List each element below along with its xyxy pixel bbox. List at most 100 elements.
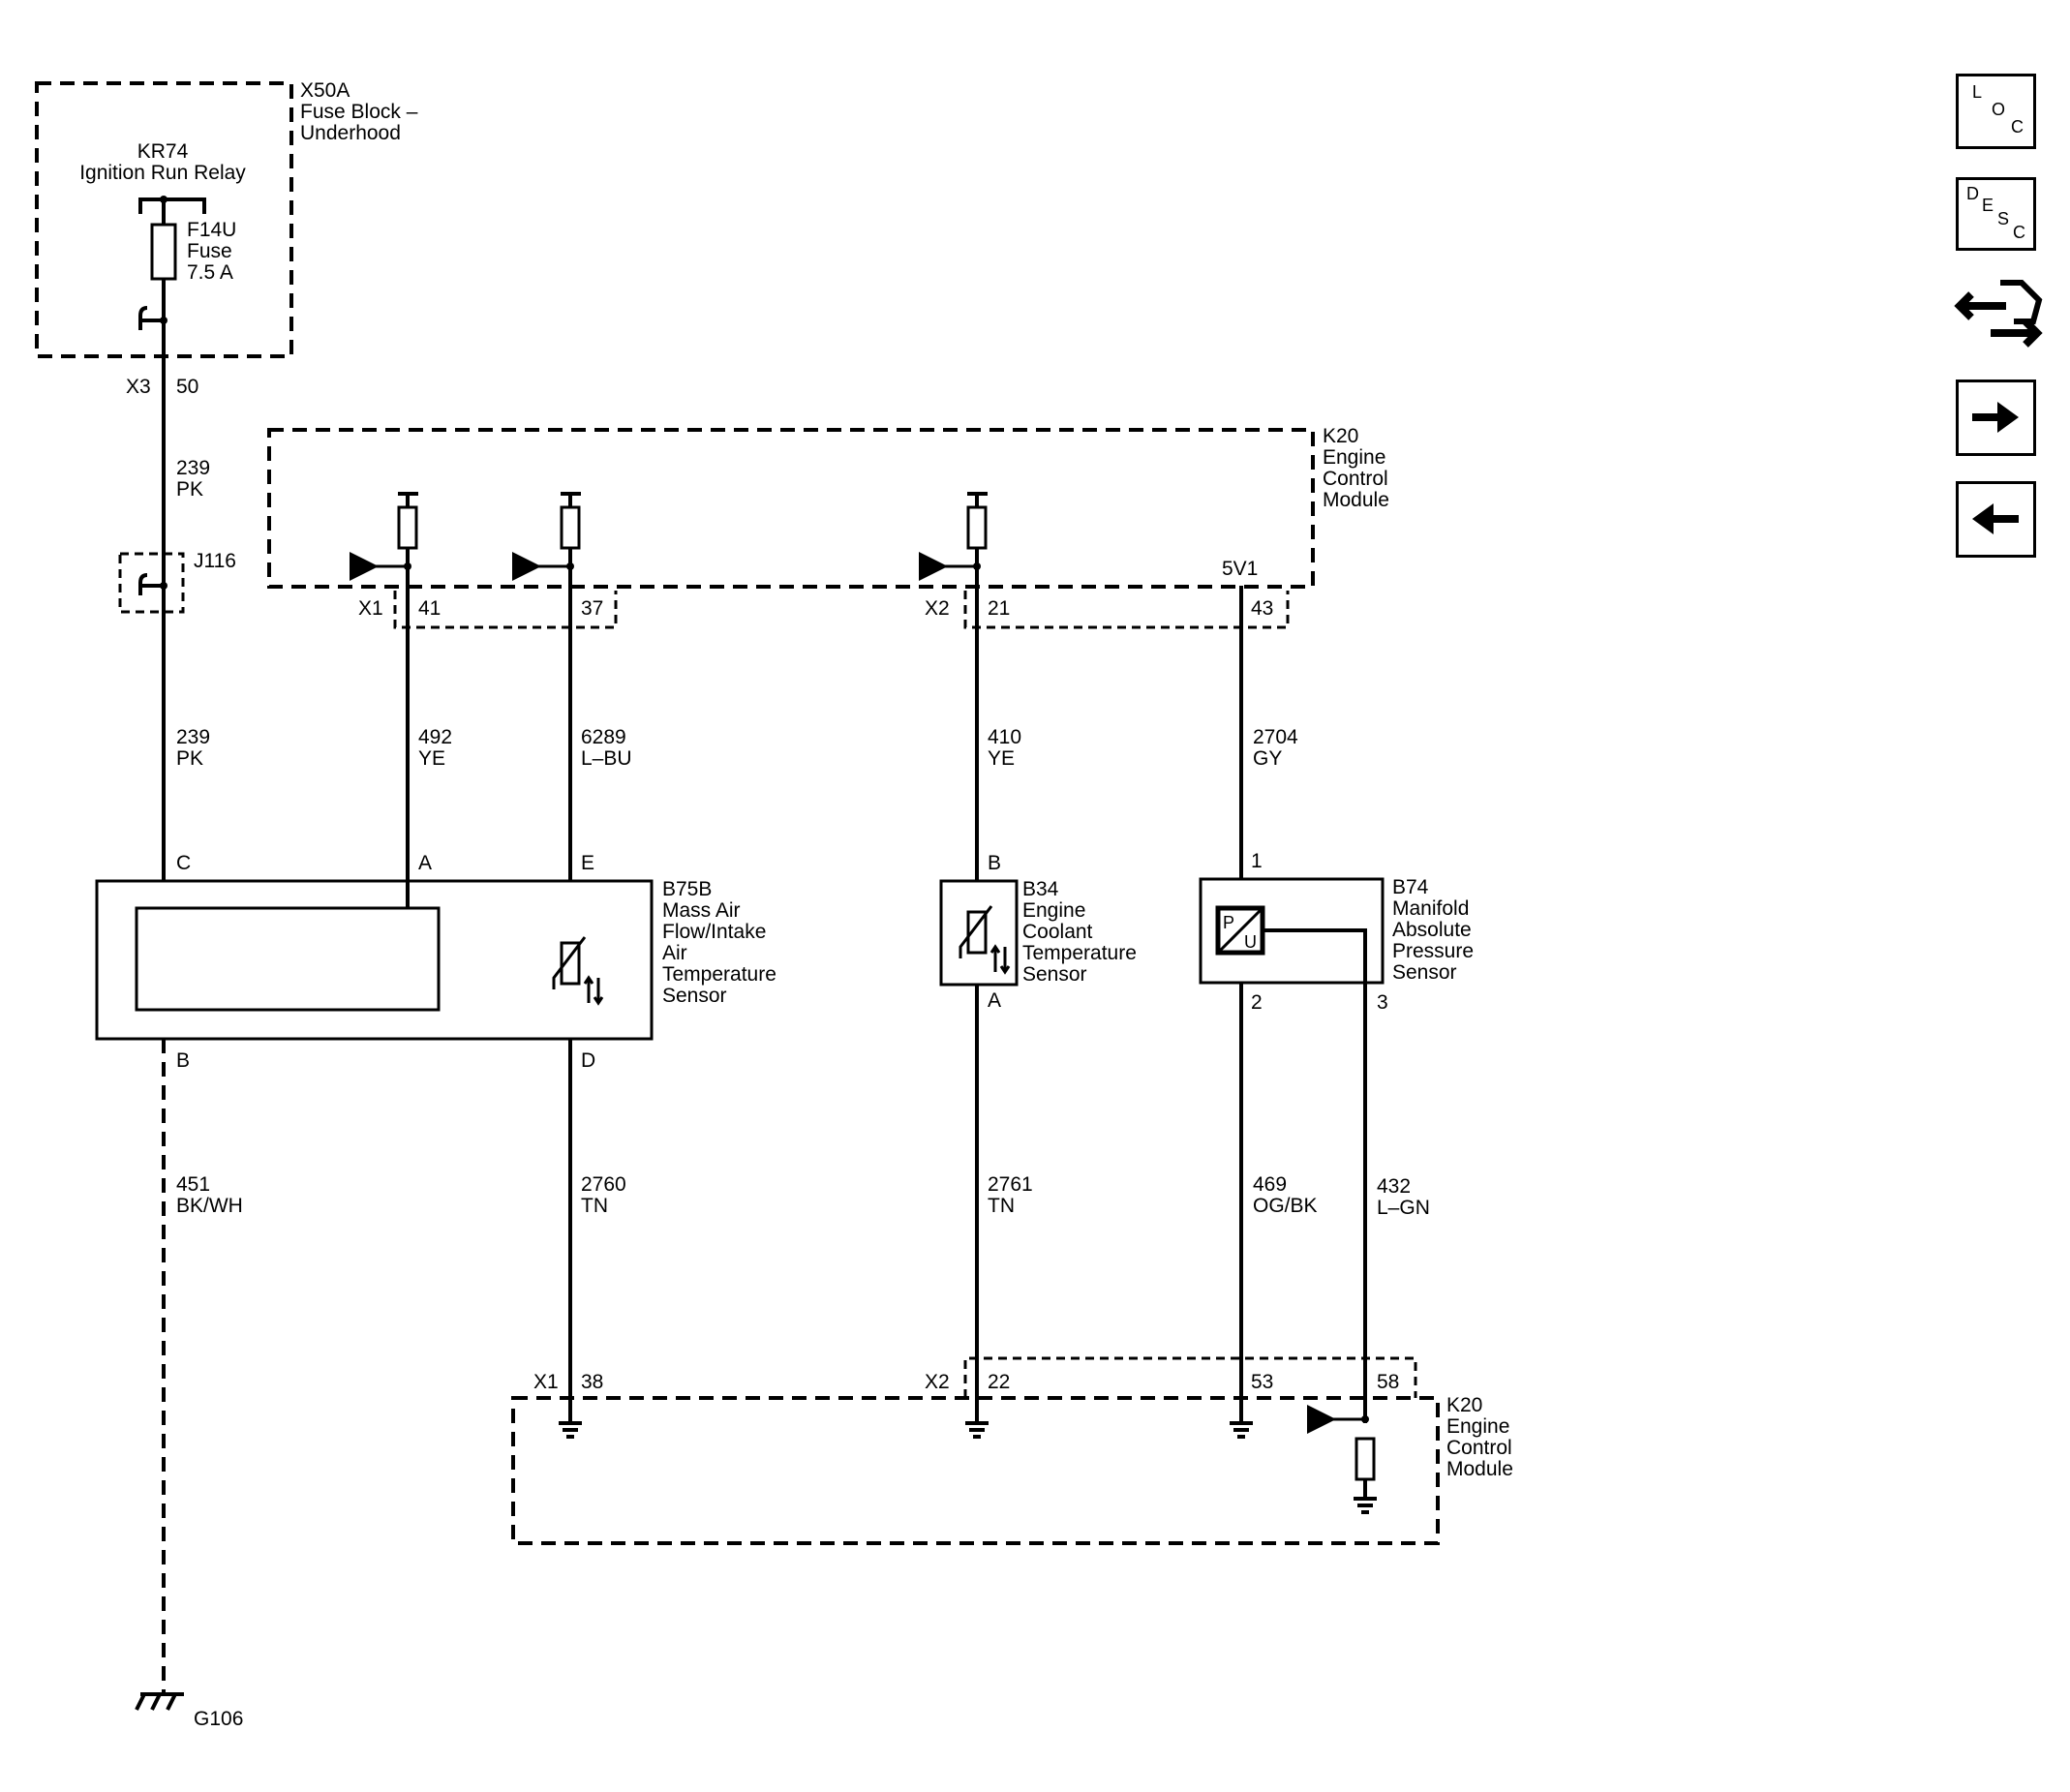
k20-pin22-ground-icon (965, 1421, 989, 1439)
b75b-label-2: Flow/Intake (662, 921, 766, 943)
b34-label-2: Coolant (1022, 921, 1093, 943)
kr74-name: Ignition Run Relay (79, 162, 246, 184)
wire-239-circuit-top: 239 (176, 457, 210, 479)
wire-432-circuit: 432 (1377, 1175, 1411, 1198)
b75b-pin-a: A (418, 852, 432, 874)
wire-2761-circuit: 2761 (988, 1173, 1033, 1196)
pin-21: 21 (988, 597, 1010, 620)
x1-bottom-connector: X1 (533, 1371, 559, 1393)
previous-page-button[interactable] (1956, 481, 2036, 558)
wire-2761-color: TN (988, 1195, 1015, 1217)
b75b-label-1: Mass Air (662, 899, 741, 922)
wire-451-color: BK/WH (176, 1195, 243, 1217)
b75b-pin-b: B (176, 1049, 190, 1072)
wire-239-circuit-mid: 239 (176, 726, 210, 748)
wire-410-circuit: 410 (988, 726, 1021, 748)
loc-letter-l: L (1972, 82, 1983, 102)
b34-label-4: Sensor (1022, 963, 1087, 986)
x1-top-connector: X1 (358, 597, 383, 620)
k20-pin58-pulldown (1307, 1405, 1377, 1514)
b75b-pin-d: D (581, 1049, 595, 1072)
loc-button[interactable]: L O C (1956, 74, 2036, 149)
k20-top-id: K20 (1323, 425, 1358, 447)
pin-41: 41 (418, 597, 441, 620)
b75b-maf-element (135, 906, 441, 1012)
wire-2704-circuit: 2704 (1253, 726, 1298, 748)
g106-ground-icon (135, 1692, 184, 1711)
b75b-label-3: Air (662, 942, 687, 964)
x2-bottom-connector: X2 (925, 1371, 950, 1393)
f14u-rating: 7.5 A (187, 261, 233, 284)
k20-bottom-label-1: Engine (1446, 1415, 1509, 1438)
x1-top-connector-outline (393, 591, 618, 629)
b34-label-3: Temperature (1022, 942, 1137, 964)
b75b-pin-c: C (176, 852, 191, 874)
b74-signal-lead (1263, 928, 1367, 1423)
arrow-right-icon (1972, 402, 2019, 433)
x2-top-connector: X2 (925, 597, 950, 620)
f14u-id: F14U (187, 219, 236, 241)
wire-469-circuit: 469 (1253, 1173, 1287, 1196)
wire-239-color-top: PK (176, 478, 203, 501)
j116-node (160, 582, 167, 590)
b75b-label-5: Sensor (662, 985, 727, 1007)
wire-2760-circuit: 2760 (581, 1173, 626, 1196)
wire-410-color: YE (988, 747, 1015, 770)
k20-pin37-pullup (512, 492, 581, 581)
b75b-id: B75B (662, 878, 712, 900)
wire-2760-color: TN (581, 1195, 608, 1217)
arrow-left-icon (1972, 503, 2019, 534)
pin-37: 37 (581, 597, 603, 620)
k20-top-label-3: Module (1323, 489, 1389, 511)
desc-button[interactable]: D E S C (1956, 177, 2036, 251)
x50a-label-1: Fuse Block – (300, 101, 418, 123)
k20-pin21-pullup (919, 492, 988, 581)
connector-swap-button[interactable] (1954, 273, 2043, 358)
k20-bottom-label-2: Control (1446, 1437, 1512, 1459)
kr74-id: KR74 (137, 140, 189, 163)
b34-id: B34 (1022, 878, 1059, 900)
kr74-relay-contact (138, 197, 206, 214)
x3-connector: X3 (126, 376, 151, 398)
g106-label: G106 (194, 1708, 243, 1730)
b74-pin-2: 2 (1251, 991, 1263, 1014)
wire-239-color-mid: PK (176, 747, 203, 770)
pin-38: 38 (581, 1371, 603, 1393)
loc-letter-o: O (1992, 100, 2006, 119)
loc-letter-c: C (2011, 117, 2024, 137)
x2-bottom-connector-outline (963, 1356, 1417, 1398)
next-page-button[interactable] (1956, 380, 2036, 456)
f14u-fuse-symbol (150, 223, 177, 281)
b75b-label-4: Temperature (662, 963, 776, 986)
k20-pin41-pullup (350, 492, 418, 581)
desc-letter-s: S (1997, 209, 2010, 228)
x50a-label-2: Underhood (300, 122, 401, 144)
b74-label-2: Absolute (1392, 919, 1472, 941)
x2-top-connector-outline (963, 591, 1290, 629)
k20-pin53-ground-icon (1230, 1421, 1253, 1439)
desc-letter-e: E (1982, 196, 1994, 215)
k20-5v1-label: 5V1 (1222, 558, 1258, 580)
b74-id: B74 (1392, 876, 1429, 898)
desc-letter-c: C (2013, 223, 2025, 242)
wire-6289-circuit: 6289 (581, 726, 626, 748)
k20-bottom-id: K20 (1446, 1394, 1482, 1416)
b34-label-1: Engine (1022, 899, 1085, 922)
wire-432-color: L–GN (1377, 1197, 1430, 1219)
b34-ect-thermistor (959, 905, 1011, 975)
b34-pin-b: B (988, 852, 1001, 874)
k20-top-module-outline (267, 428, 1315, 589)
k20-top-label-2: Control (1323, 468, 1388, 490)
b74-label-3: Pressure (1392, 940, 1474, 962)
k20-top-label-1: Engine (1323, 446, 1385, 469)
pin-58: 58 (1377, 1371, 1399, 1393)
b74-pin-1: 1 (1251, 850, 1263, 872)
x50a-id: X50A (300, 79, 350, 102)
b74-p-letter: P (1223, 913, 1234, 932)
pin-43: 43 (1251, 597, 1273, 620)
wire-492-circuit: 492 (418, 726, 452, 748)
j116-splice-outline (118, 552, 185, 614)
x3-pin-50: 50 (176, 376, 198, 398)
b74-u-letter: U (1244, 932, 1257, 952)
